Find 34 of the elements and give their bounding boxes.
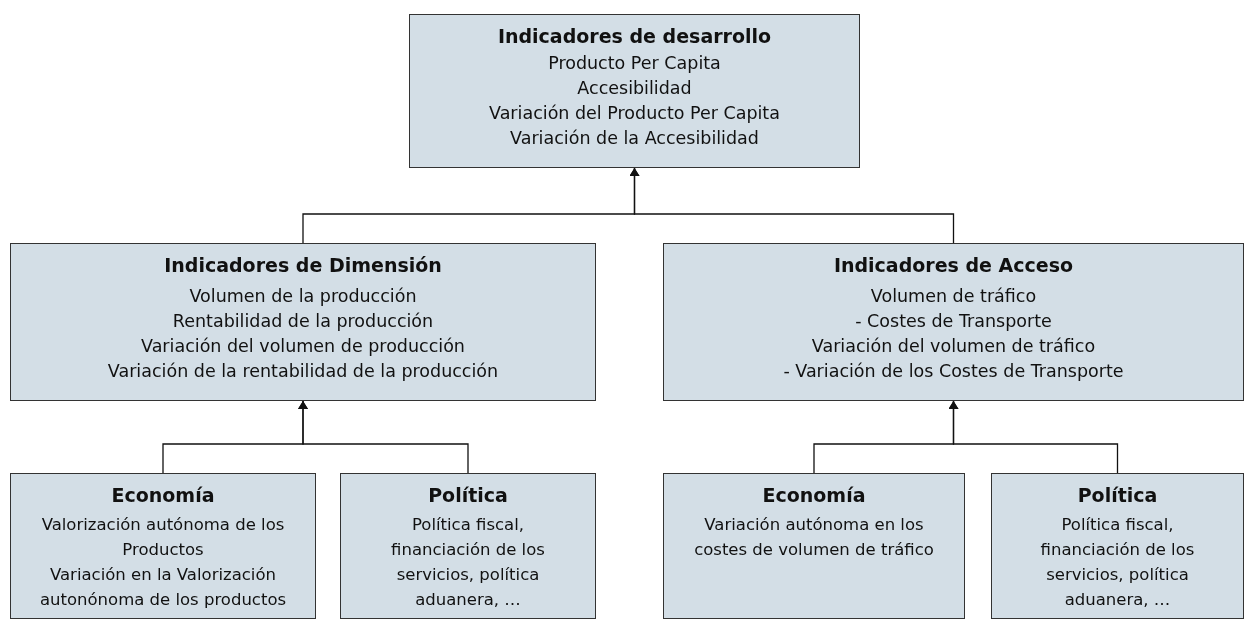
indicator-text: Valorización autónoma de los Productos [40,514,286,561]
box-heading: Economía [762,483,866,508]
indicator-text: Variación autónoma en los costes de volumen de tráfico [694,514,934,561]
indicator-text: Volumen de la producción [189,285,417,308]
box-heading: Indicadores de Dimensión [164,253,442,278]
indicator-box [663,473,965,619]
indicator-text: Variación en la Valorización autonónoma de los productos [38,564,288,611]
indicator-text: - Costes de Transporte [855,310,1052,333]
indicator-text: Producto Per Capita [548,52,721,75]
box-heading: Política [428,483,508,508]
indicator-box [991,473,1244,619]
indicator-text: Variación del volumen de tráfico [811,335,1096,358]
box-heading: Indicadores de Acceso [833,253,1074,278]
indicator-text: Variación del volumen de producción [141,335,465,358]
indicator-text: Política fiscal, financiación de los servicios, política aduanera, … [1039,514,1196,611]
indicator-text: Volumen de tráfico [870,285,1037,308]
box-heading: Economía [111,483,215,508]
arrow [298,400,469,474]
arrow [629,167,955,244]
indicator-box [663,243,1244,401]
arrow [948,400,1119,474]
indicator-text: Variación del Producto Per Capita [489,102,780,125]
box-heading: Indicadores de desarrollo [497,24,772,49]
indicator-text: Rentabilidad de la producción [172,310,434,333]
indicator-text: Variación de la rentabilidad de la producción [107,360,499,383]
box-heading: Política [1077,483,1158,508]
indicator-box [10,243,596,401]
indicator-text: - Variación de los Costes de Transporte [783,360,1124,383]
indicator-box [340,473,596,619]
indicator-text: Accesibilidad [577,77,692,100]
indicator-text: Variación de la Accesibilidad [510,127,759,150]
indicator-box [10,473,316,619]
indicator-text: Política fiscal, financiación de los servicios, política aduanera, … [390,514,546,611]
indicator-box [409,14,860,168]
